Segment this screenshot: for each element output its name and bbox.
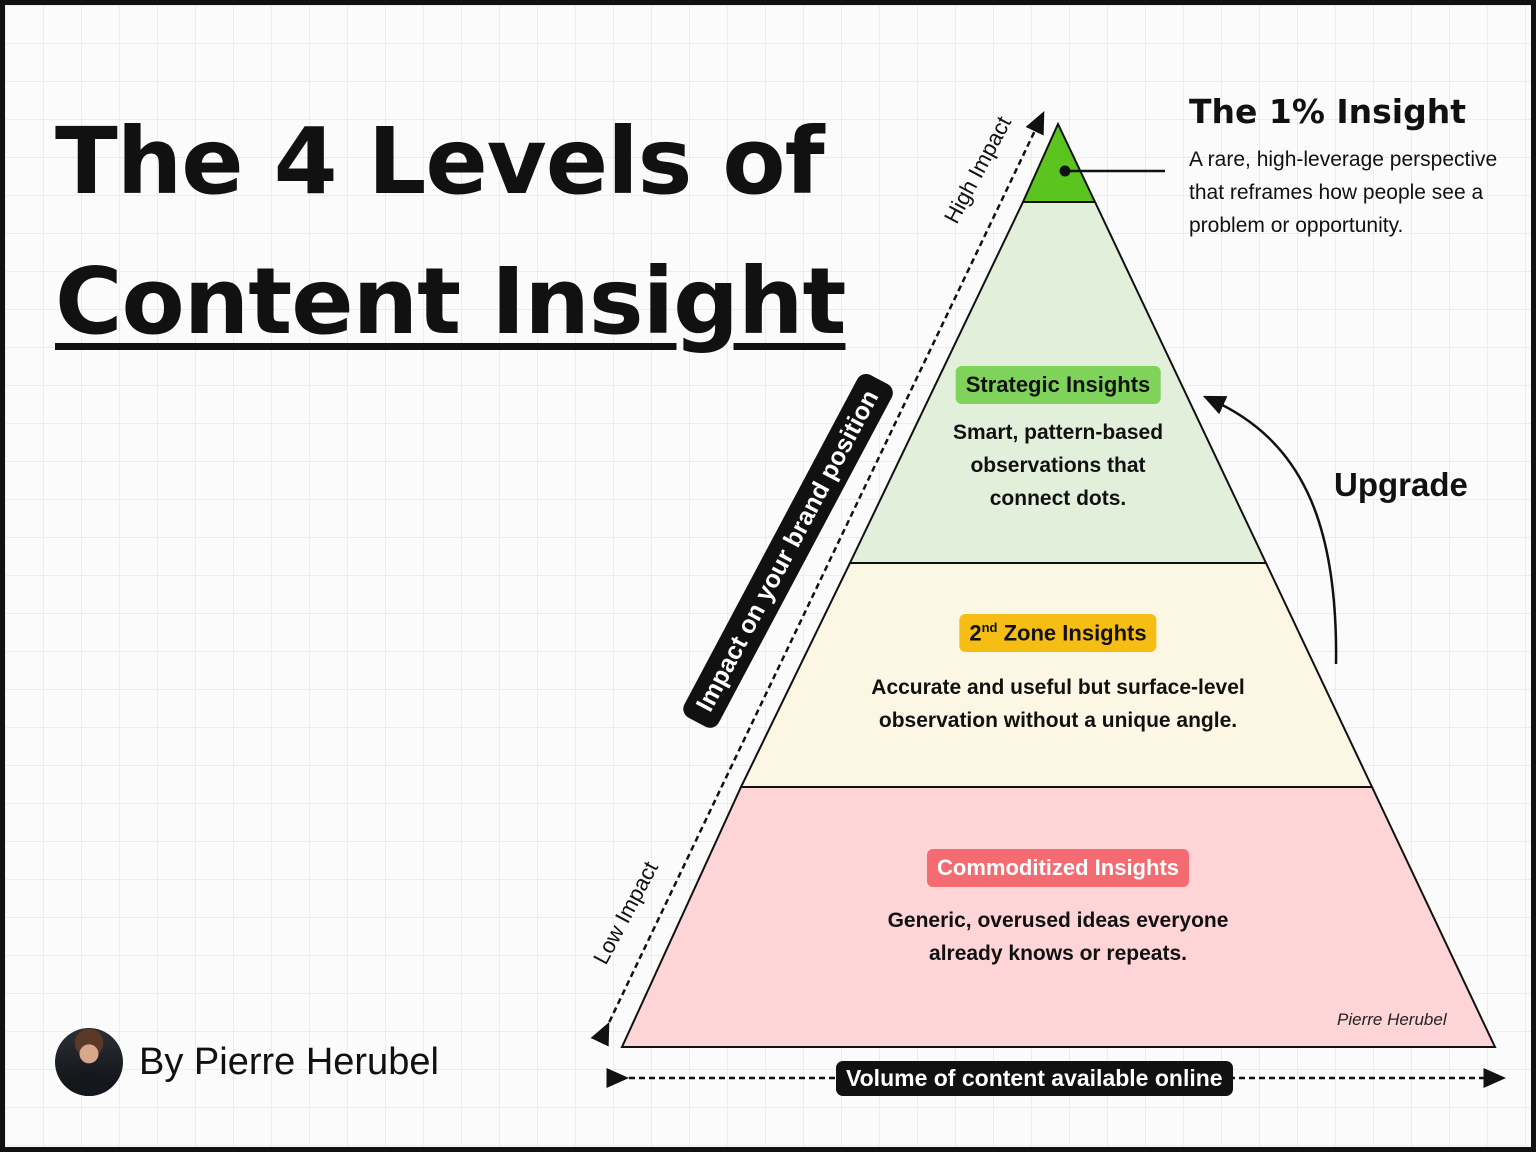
- commoditized-description-line: Generic, overused ideas everyone: [888, 904, 1229, 937]
- second-zone-description-line: observation without a unique angle.: [871, 704, 1244, 737]
- second-zone-description: Accurate and useful but surface-level ob…: [871, 671, 1244, 737]
- second-zone-label-superscript: nd: [982, 620, 998, 635]
- second-zone-description-line: Accurate and useful but surface-level: [871, 671, 1244, 704]
- strategic-label: Strategic Insights: [956, 366, 1161, 404]
- commoditized-description-line: already knows or repeats.: [888, 937, 1229, 970]
- strategic-description-line: observations that: [953, 449, 1163, 482]
- second-zone-label-number: 2: [969, 620, 981, 645]
- commoditized-label: Commoditized Insights: [927, 849, 1189, 887]
- top-level-title: The 1% Insight: [1189, 92, 1466, 131]
- author-byline: By Pierre Herubel: [55, 1028, 439, 1096]
- upgrade-label: Upgrade: [1334, 466, 1468, 504]
- strategic-description-line: Smart, pattern-based: [953, 416, 1163, 449]
- top-level-description: A rare, high-leverage perspective that r…: [1189, 143, 1509, 242]
- commoditized-description: Generic, overused ideas everyone already…: [888, 904, 1229, 970]
- second-zone-label: 2nd Zone Insights: [959, 614, 1156, 652]
- callout-dot: [1060, 166, 1071, 177]
- author-watermark: Pierre Herubel: [1337, 1010, 1447, 1030]
- byline-text: By Pierre Herubel: [139, 1041, 439, 1084]
- strategic-description-line: connect dots.: [953, 482, 1163, 515]
- avatar: [55, 1028, 123, 1096]
- volume-axis-label: Volume of content available online: [836, 1061, 1233, 1096]
- strategic-description: Smart, pattern-based observations that c…: [953, 416, 1163, 515]
- second-zone-label-text: Zone Insights: [998, 620, 1147, 645]
